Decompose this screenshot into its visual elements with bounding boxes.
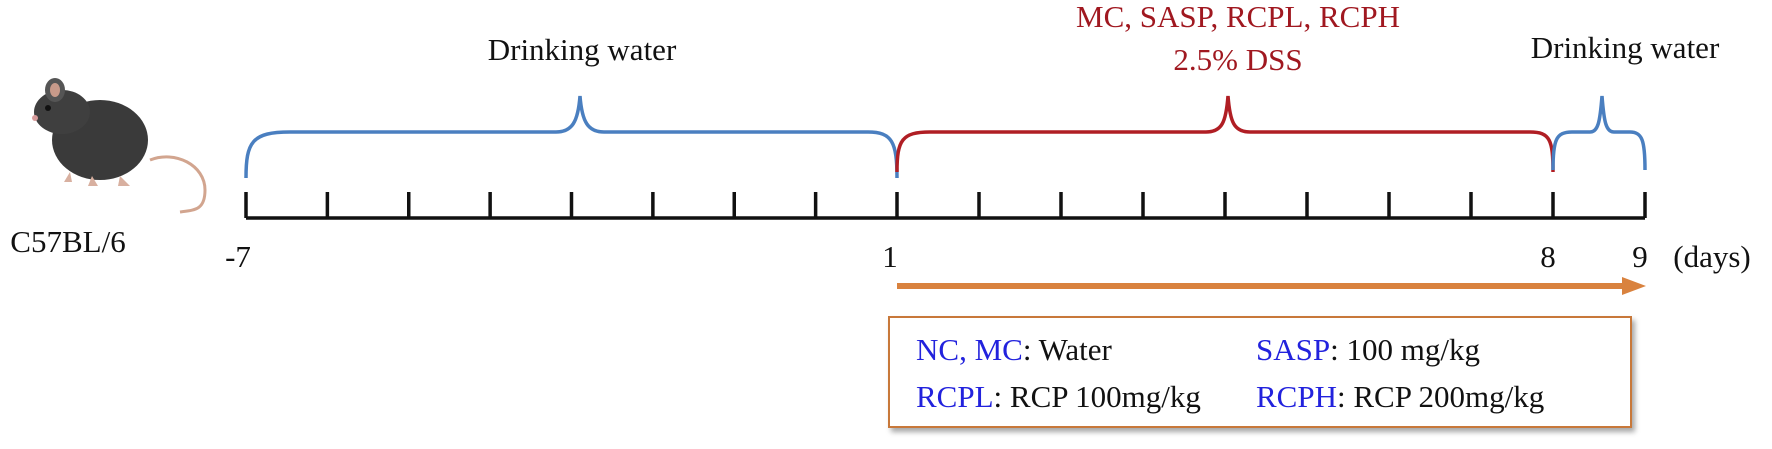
mouse-icon <box>32 78 207 214</box>
tick-label-day1: 1 <box>882 239 898 274</box>
treatment-arrow <box>897 277 1646 295</box>
dosing-legend-box: NC, MC: Water SASP: 100 mg/kg RCPL: RCP … <box>888 316 1632 428</box>
group-dose: Water <box>1038 332 1112 367</box>
group-dose: RCP 200mg/kg <box>1353 379 1545 414</box>
dosing-entry: SASP: 100 mg/kg <box>1256 332 1480 367</box>
group-name: RCPH <box>1256 379 1337 414</box>
strain-label: C57BL/6 <box>10 224 125 259</box>
phase1-label: Drinking water <box>488 32 677 67</box>
dosing-entry: NC, MC: Water <box>916 332 1112 367</box>
group-dose: RCP 100mg/kg <box>1009 379 1201 414</box>
dosing-entry: RCPH: RCP 200mg/kg <box>1256 379 1545 414</box>
water-bracket-2 <box>1551 95 1647 171</box>
water-bracket-1 <box>244 95 899 179</box>
tick-label-day9: 9 <box>1632 239 1648 274</box>
axis-unit-label: (days) <box>1673 239 1750 274</box>
phase2-treatment-label: 2.5% DSS <box>1173 42 1302 77</box>
axis-ticks <box>244 192 1647 218</box>
group-dose: 100 mg/kg <box>1346 332 1480 367</box>
phase2-groups-label: MC, SASP, RCPL, RCPH <box>1076 0 1400 34</box>
dss-bracket <box>895 95 1555 173</box>
phase3-label: Drinking water <box>1531 30 1720 65</box>
dosing-entry: RCPL: RCP 100mg/kg <box>916 379 1201 414</box>
group-name: SASP <box>1256 332 1331 367</box>
tick-label-start: -7 <box>225 239 251 274</box>
tick-label-day8: 8 <box>1540 239 1556 274</box>
group-name: NC, MC <box>916 332 1023 367</box>
group-name: RCPL <box>916 379 994 414</box>
